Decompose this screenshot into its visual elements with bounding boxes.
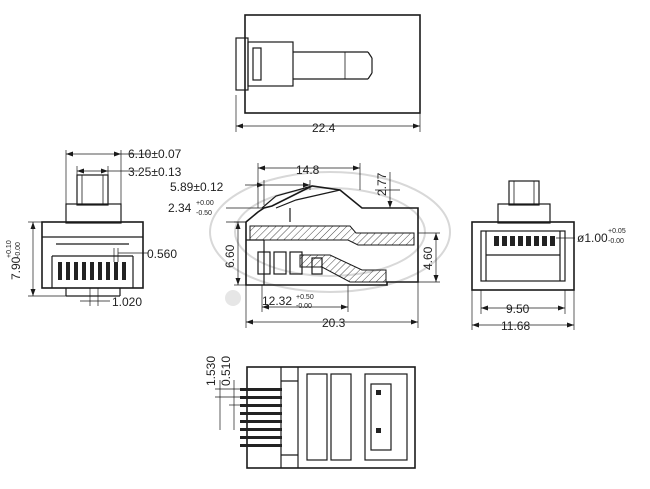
left-pitch-label: 1.020 (112, 295, 142, 309)
side-latch-label: 5.89±0.12 (170, 180, 224, 194)
top-view: 22.4 (235, 14, 421, 135)
right-view: ø1.00 +0.05 -0.00 9.50 11.68 (471, 180, 626, 333)
right-hole-tol-lower: -0.00 (608, 238, 624, 245)
right-inner-width-label: 9.50 (506, 302, 530, 316)
left-pin-slots (58, 262, 126, 280)
side-inner-length-label: 12.32 (262, 294, 292, 308)
right-hole-label: ø1.00 (577, 231, 608, 245)
bottom-pitch-a-label: 1.530 (204, 356, 218, 386)
left-height-tol-upper: +0.10 (6, 240, 13, 258)
side-left-height-label: 6.60 (223, 244, 237, 268)
right-hole-tol-upper: +0.05 (608, 228, 626, 235)
left-height-label: 7.90 (9, 256, 23, 280)
side-length-top-label: 14.8 (296, 163, 320, 177)
right-contact-row (494, 236, 555, 246)
top-width-label: 22.4 (312, 121, 336, 135)
side-latch-height-label: 2.34 (168, 201, 192, 215)
side-total-length-label: 20.3 (322, 316, 346, 330)
left-tab-width-label: 3.25±0.13 (128, 165, 182, 179)
right-outer-width-label: 11.68 (501, 319, 530, 333)
left-pin-label: 0.560 (147, 247, 177, 261)
side-inner-length-tol-upper: +0.50 (296, 294, 314, 301)
side-inner-length-tol-lower: -0.00 (296, 303, 312, 310)
side-latch-height-tol-lower: -0.50 (196, 210, 212, 217)
left-view: 6.10±0.07 3.25±0.13 7.90 +0.10 -0.00 0.5… (6, 147, 182, 309)
bottom-view: 1.530 0.510 (204, 356, 416, 469)
bottom-pins (240, 388, 282, 447)
side-latch-height-tol-upper: +0.00 (196, 200, 214, 207)
side-height-right-label: 2.77 (375, 172, 389, 196)
side-body-height-label: 4.60 (421, 246, 435, 270)
bottom-pitch-b-label: 0.510 (219, 356, 233, 386)
left-height-tol-lower: -0.00 (15, 242, 22, 258)
side-view: 14.8 5.89±0.12 2.34 +0.00 -0.50 2.77 4.6… (168, 163, 440, 330)
left-width-label: 6.10±0.07 (128, 147, 182, 161)
